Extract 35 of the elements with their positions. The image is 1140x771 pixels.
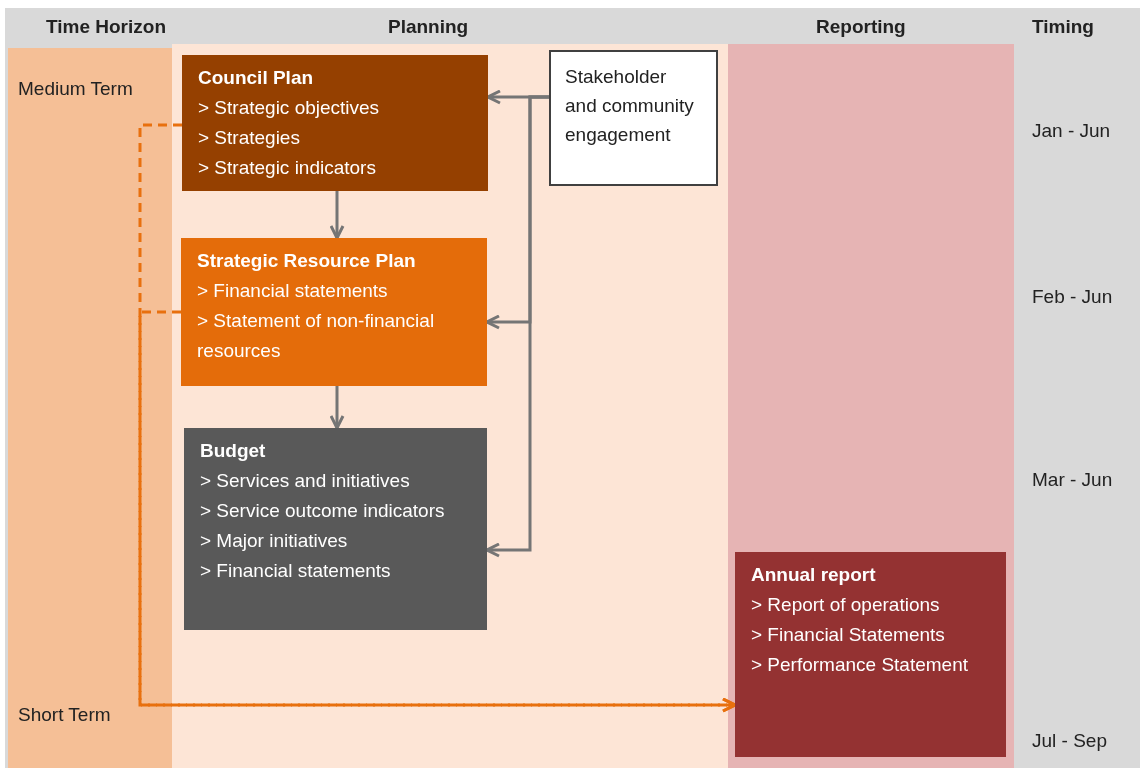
list-item: > Strategies — [198, 126, 301, 150]
process-box — [735, 552, 1006, 757]
timing-label: Jul - Sep — [1032, 730, 1107, 752]
list-item: > Financial statements — [197, 279, 389, 303]
timing-label: Jan - Jun — [1032, 120, 1111, 142]
column-header: Timing — [1032, 16, 1094, 38]
arrow — [329, 386, 345, 430]
box-heading: Strategic Resource Plan — [197, 249, 417, 273]
box-text: Stakeholder and community engagement — [565, 65, 695, 147]
list-item: > Report of operations — [751, 593, 941, 617]
list-item: > Service outcome indicators — [200, 499, 446, 523]
time-horizon-label: Short Term — [18, 704, 111, 726]
arrow — [329, 191, 345, 240]
list-item: > Strategic objectives — [198, 96, 381, 120]
column-header: Reporting — [816, 16, 906, 38]
process-box — [182, 55, 488, 191]
time-horizon-label: Medium Term — [18, 78, 133, 100]
list-item: > Financial statements — [200, 559, 392, 583]
list-item: > Performance Statement — [751, 653, 970, 677]
box-heading: Council Plan — [198, 66, 315, 90]
list-item: > Strategic indicators — [198, 156, 377, 180]
list-item: > Major initiatives — [200, 529, 349, 553]
column-header: Time Horizon — [46, 16, 166, 38]
box-heading: Budget — [200, 439, 267, 463]
text-box — [549, 50, 718, 186]
box-heading: Annual report — [751, 563, 877, 587]
process-box — [184, 428, 487, 630]
timing-label: Mar - Jun — [1032, 469, 1113, 491]
list-item: > Services and initiatives — [200, 469, 411, 493]
timing-label: Feb - Jun — [1032, 286, 1113, 308]
dashed-arrow — [138, 310, 737, 713]
process-box — [181, 238, 487, 386]
list-item: > Financial Statements — [751, 623, 946, 647]
list-item: > Statement of non-financial resources — [197, 309, 436, 363]
column-header: Planning — [388, 16, 469, 38]
